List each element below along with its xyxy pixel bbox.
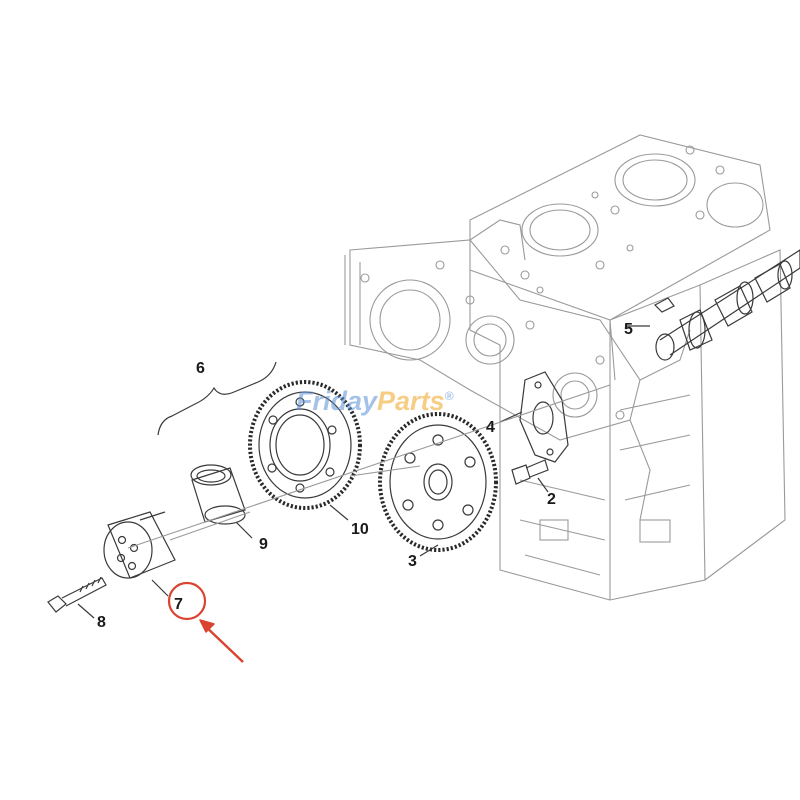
group-brace <box>157 361 277 436</box>
callout-5: 5 <box>624 321 633 338</box>
watermark: FridayParts® <box>296 386 454 416</box>
highlight-arrow <box>202 623 244 663</box>
bolt-part-8 <box>47 576 107 613</box>
highlight-circle <box>167 581 207 621</box>
engine-block <box>344 134 786 601</box>
gasket-plate-part <box>519 371 569 463</box>
idler-gear-part <box>378 412 498 552</box>
callout-4: 4 <box>486 419 495 436</box>
callout-2: 2 <box>547 491 556 508</box>
arrow-head-icon <box>199 619 215 633</box>
leader-lines <box>77 325 650 619</box>
callout-6: 6 <box>196 360 205 377</box>
camshaft-part <box>654 249 800 361</box>
flange-bolt-part-2 <box>511 459 549 485</box>
bushing-part <box>190 464 246 525</box>
callout-9: 9 <box>259 536 268 553</box>
drive-gear-part <box>248 380 362 510</box>
idler-shaft-part <box>103 511 176 579</box>
callout-3: 3 <box>408 553 417 570</box>
highlight-annotation <box>167 581 244 663</box>
callout-8: 8 <box>97 614 106 631</box>
callout-10: 10 <box>351 521 369 538</box>
callout-7: 7 <box>174 596 183 613</box>
